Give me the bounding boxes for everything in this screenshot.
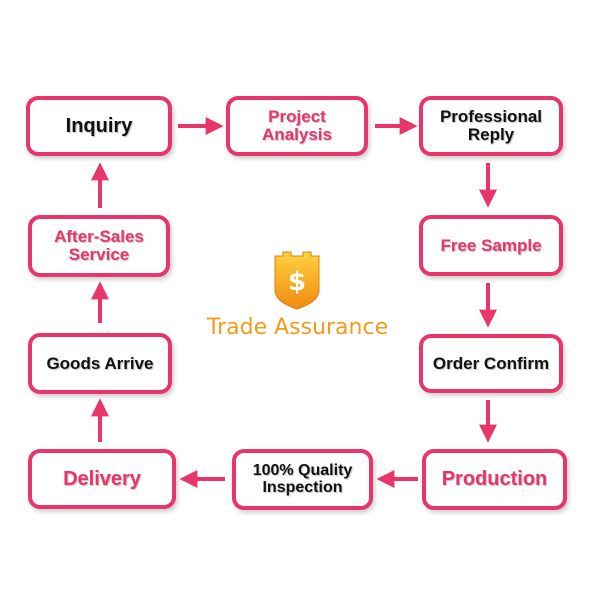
step-production: Production xyxy=(422,449,567,510)
step-project-analysis: Project Analysis xyxy=(226,96,368,156)
svg-text:$: $ xyxy=(288,267,306,297)
dollar-shield-icon: $ xyxy=(274,251,320,310)
step-after-sales-service: After-Sales Service xyxy=(28,215,170,277)
step-inquiry: Inquiry xyxy=(26,96,172,156)
step-professional-reply: Professional Reply xyxy=(419,96,563,156)
step-goods-arrive: Goods Arrive xyxy=(28,333,172,394)
trade-assurance-label: Trade Assurance xyxy=(206,315,389,340)
step-free-sample: Free Sample xyxy=(419,215,563,276)
step-delivery: Delivery xyxy=(28,449,176,509)
trade-assurance-brand: $ Trade Assurance xyxy=(190,250,405,350)
step-quality-inspection: 100% Quality Inspection xyxy=(232,449,373,510)
step-order-confirm: Order Confirm xyxy=(419,334,563,393)
